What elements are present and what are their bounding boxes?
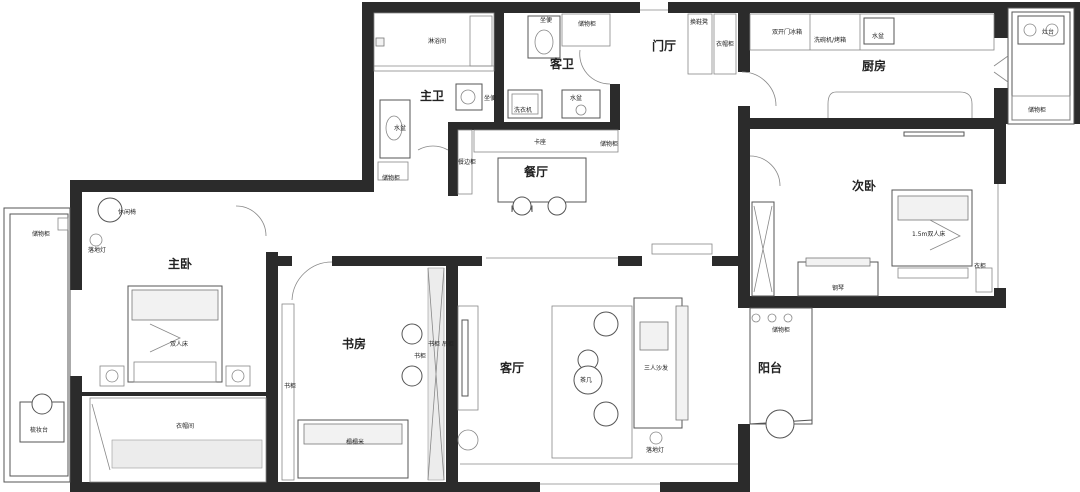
dining-storage-label: 储物柜	[600, 140, 618, 148]
piano	[797, 261, 879, 297]
balcony: 阳台 储物柜	[749, 307, 813, 439]
dining-chair	[512, 196, 532, 216]
shower-room-label: 淋浴间	[428, 37, 446, 45]
floor-lamp-master	[89, 233, 103, 247]
kitchen-storage-label: 储物柜	[1028, 106, 1046, 114]
coffee-table	[573, 365, 603, 395]
dining-table	[497, 157, 587, 203]
cooktop-label: 灶台	[1042, 28, 1054, 36]
guest-bath: 坐便 储物柜 客卫 洗衣机 水盆	[507, 13, 611, 119]
shoe-bench-label: 换鞋凳	[690, 18, 708, 26]
piano-label: 钢琴	[832, 284, 844, 292]
floor-lamp-living	[649, 431, 663, 445]
walk-in-closet-rail	[111, 439, 263, 469]
tatami-label: 榻榻米	[346, 438, 364, 446]
master-bedroom: 储物柜 休闲椅 落地灯 主卧 双人床 梳妆台 衣帽间	[3, 197, 267, 483]
master-toilet	[455, 83, 483, 111]
master-bath: 淋浴间 水盆 坐便 储物柜 主卫	[373, 12, 496, 182]
room-foyer: 门厅	[652, 38, 676, 53]
guest-toilet	[527, 15, 561, 59]
washer	[507, 89, 543, 119]
room-balcony: 阳台	[758, 360, 782, 375]
room-guest-bath: 客卫	[549, 56, 574, 71]
study-bookcase-left-label: 书柜	[284, 382, 296, 390]
wardrobe-2nd-label: 衣柜	[974, 262, 986, 270]
guest-toilet-label: 坐便	[540, 16, 552, 24]
washer-label: 洗衣机	[514, 106, 532, 114]
study: 书房 书柜 书柜 吊柜 书柜 榻榻米	[281, 261, 454, 481]
second-bedroom: 次卧 1.5m双人床 钢琴 衣柜	[749, 131, 999, 297]
room-master-bedroom: 主卧	[168, 256, 192, 271]
study-chair	[401, 323, 423, 345]
armchair	[593, 401, 619, 427]
kitchen-sink	[863, 17, 895, 45]
plant	[457, 429, 479, 451]
dishwasher-label: 洗碗机/烤箱	[814, 36, 846, 44]
kitchen-sink-label: 水盆	[872, 32, 884, 40]
room-second-bedroom: 次卧	[852, 178, 876, 193]
cooktop	[1017, 15, 1065, 45]
floor-lamp-master-label: 落地灯	[88, 246, 106, 254]
room-study: 书房	[342, 336, 366, 351]
guest-sink-label: 水盆	[570, 94, 582, 102]
bed-15m-label: 1.5m双人床	[912, 230, 945, 238]
room-master-bath: 主卫	[420, 88, 444, 103]
master-bath-storage-label: 储物柜	[382, 174, 400, 182]
study-desk-label: 书柜	[414, 352, 426, 360]
coffee-table-label: 茶几	[580, 376, 592, 384]
room-dining: 餐厅	[524, 164, 548, 179]
guest-sink	[561, 89, 601, 119]
vanity-table-label: 梳妆台	[30, 426, 48, 434]
three-seat-sofa-label: 三人沙发	[644, 364, 668, 372]
master-sink-label: 水盆	[394, 124, 406, 132]
walls	[70, 2, 1080, 492]
balcony-storage-label: 储物柜	[772, 326, 790, 334]
master-vanity	[379, 99, 411, 159]
dining: 卡座 储物柜 餐边柜 餐厅	[457, 129, 713, 259]
coat-cabinet-label: 衣帽柜	[716, 40, 734, 48]
living-room: 客厅 茶几 三人沙发 落地灯	[457, 297, 738, 485]
kitchen: 双开门冰箱 洗碗机/烤箱 水盆 厨房	[749, 13, 1009, 118]
sideboard-label: 餐边柜	[458, 158, 476, 166]
balcony-chair	[765, 409, 795, 439]
master-storage-label: 储物柜	[32, 230, 50, 238]
vanity-table	[19, 401, 65, 443]
room-kitchen: 厨房	[862, 58, 886, 73]
foyer: 门厅 换鞋凳 衣帽柜	[640, 9, 777, 107]
guest-storage-label: 储物柜	[578, 20, 596, 28]
lounge-chair	[97, 197, 123, 223]
walk-in-closet-label: 衣帽间	[176, 422, 194, 430]
room-living-room: 客厅	[499, 360, 524, 375]
study-bookcase-right-label: 书柜 吊柜	[428, 340, 454, 348]
lounge-chair-label: 休闲椅	[118, 208, 136, 216]
study-chair	[401, 365, 423, 387]
fridge-label: 双开门冰箱	[772, 28, 802, 36]
floor-lamp-living-label: 落地灯	[646, 446, 664, 454]
master-toilet-label: 坐便	[484, 94, 496, 102]
three-seat-sofa	[633, 297, 683, 429]
dining-chair	[547, 196, 567, 216]
armchair	[593, 311, 619, 337]
double-bed-label: 双人床	[170, 340, 188, 348]
bar-counter-label: 卡座	[534, 138, 546, 146]
kitchen-extension: 灶台 储物柜	[1007, 7, 1075, 125]
